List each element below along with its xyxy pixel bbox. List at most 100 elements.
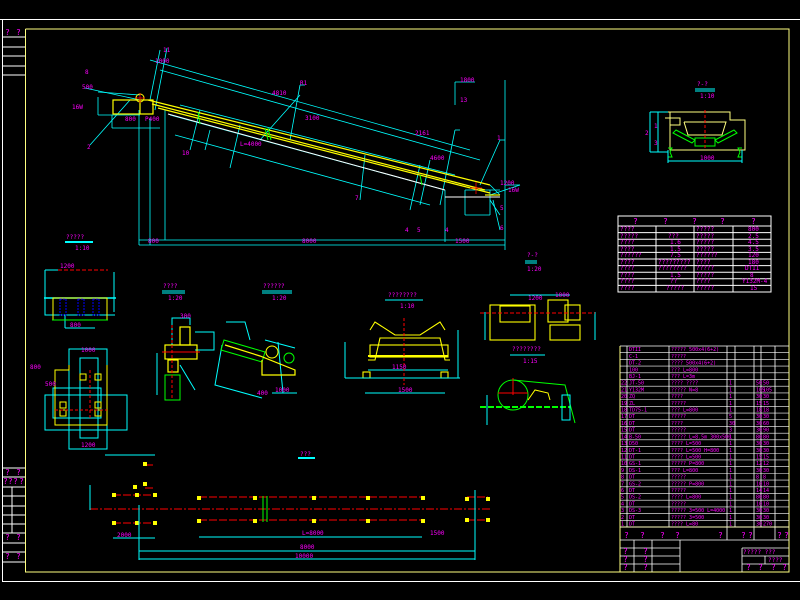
spec-cell: ????? (620, 233, 638, 240)
view-scale: 1:20 (527, 266, 542, 273)
parts-cell: 30 (763, 508, 769, 514)
title-cell: ? (746, 563, 751, 572)
parts-cell: 8 (621, 475, 624, 481)
parts-cell: 105 (756, 387, 765, 393)
inner-border (25, 28, 790, 573)
spec-cell: 1.6 (670, 239, 681, 246)
parts-cell: 30 (763, 441, 769, 447)
spec-cell: Y132M-4 (742, 278, 768, 285)
parts-header: ? (741, 531, 746, 540)
parts-cell: 10 (621, 461, 627, 467)
parts-cell: 30 (756, 515, 762, 521)
parts-cell: 15 (756, 401, 762, 407)
parts-cell: 30 (756, 468, 762, 474)
parts-cell: 2 (621, 515, 624, 521)
parts-cell: D50 (629, 441, 638, 447)
parts-cell: ????? P=800 (671, 481, 704, 487)
parts-cell: ??? L=3m (671, 374, 695, 380)
strip-label: ?? (3, 477, 13, 486)
spec-cell: 120 (748, 252, 759, 259)
parts-cell: ????? 500x4(6+2) (671, 347, 719, 353)
parts-cell: ???? ???? (671, 381, 698, 387)
parts-cell: ???? L=500 H=800 (671, 448, 719, 454)
main-conveyor-view: 8 500 16W 2 800 P400 11 1000 4810 3100 L… (72, 47, 521, 250)
parts-header: ? (624, 531, 629, 540)
parts-cell: 6 (621, 488, 624, 494)
strip-label: ? (16, 552, 21, 561)
dim-label: 4 (445, 227, 449, 234)
spec-cell: DTII (745, 265, 760, 272)
parts-cell: DS-2 (629, 495, 641, 501)
parts-cell: ????? N=8 (671, 387, 698, 393)
title-cell: ? (771, 563, 776, 572)
parts-header: ? (718, 531, 723, 540)
strip-label: ? (5, 552, 10, 561)
parts-cell: 14 (763, 488, 769, 494)
spec-header: ? (692, 217, 697, 226)
parts-cell: 30 (729, 421, 735, 427)
parts-cell: 30 (756, 441, 762, 447)
dim-label: 2161 (415, 130, 430, 137)
parts-cell: 1 (729, 454, 732, 460)
strip-label: ? (5, 28, 10, 37)
dim-label: L=8000 (302, 530, 324, 537)
parts-header: ? (660, 531, 665, 540)
dim-label: 5 (417, 227, 421, 234)
parts-cell: ??? L=800 (671, 468, 698, 474)
bottom-dim-left: 800 (148, 238, 159, 245)
parts-cell: ZQ (629, 394, 635, 400)
parts-cell: ????? P=800 (671, 461, 704, 467)
parts-cell: 270 (763, 522, 772, 528)
parts-cell: ???? L=500 (671, 441, 701, 447)
parts-cell: DT (629, 515, 635, 521)
parts-cell: BJ-1 (629, 374, 641, 380)
parts-cell: 90 (763, 428, 769, 434)
parts-cell: 17 (621, 414, 627, 420)
dim-label: 3100 (305, 115, 320, 122)
parts-cell: 14 (621, 434, 627, 440)
parts-cell: ????? (671, 475, 686, 481)
parts-cell: DT-1 (629, 448, 641, 454)
parts-cell: 10 (763, 481, 769, 487)
parts-cell: 15 (763, 454, 769, 460)
dim-label: 6 (500, 225, 504, 232)
dim-label: 4810 (272, 90, 287, 97)
parts-cell: DT (629, 428, 635, 434)
parts-cell: 1 (729, 468, 732, 474)
parts-cell: 1 (729, 508, 732, 514)
spec-cell: ???????? (658, 265, 687, 272)
parts-cell: DT (629, 421, 635, 427)
bottom-dim-right: 1500 (455, 238, 470, 245)
dim-label: 2 (645, 130, 649, 137)
parts-cell: 30 (763, 414, 769, 420)
detail-view-c: ?????? 1:20 400 1000 (214, 283, 297, 399)
spec-cell: 8 (750, 272, 754, 279)
strip-label: ? (16, 468, 21, 477)
parts-cell: JT-50 (629, 381, 644, 387)
parts-cell: 30 (756, 414, 762, 420)
view-scale: 1:20 (168, 295, 183, 302)
parts-cell: 1 (729, 387, 732, 393)
parts-cell: ???? L=800 (671, 495, 701, 501)
section-view-top-right: ?-? 1:10 1 2 3 1000 (645, 81, 746, 163)
strip-label: ? (19, 477, 24, 486)
parts-cell: 8 (756, 475, 759, 481)
parts-cell: 10 (763, 501, 769, 507)
spec-table-text: ? ? ? ? ? ???? ????? 800 ????? ??? ?????… (620, 217, 768, 292)
dim-label: 1000 (555, 292, 570, 299)
dim-label: 13 (460, 97, 468, 104)
dim-label: 1 (497, 135, 501, 142)
view-scale: 1:10 (400, 303, 415, 310)
dim-label: 800 (70, 322, 81, 329)
parts-cell: 1 (621, 522, 624, 528)
parts-cell: ???? (671, 394, 683, 400)
dim-label: 800 (30, 364, 41, 371)
parts-cell: 50 (756, 381, 762, 387)
parts-cell: 1 (729, 441, 732, 447)
parts-cell: ????? (671, 414, 686, 420)
parts-cell: 14 (756, 488, 762, 494)
strip-label: ? (5, 533, 10, 542)
parts-cell: 30 (756, 394, 762, 400)
title-cell: ? (623, 555, 628, 564)
section-title: ?-? (697, 81, 708, 88)
